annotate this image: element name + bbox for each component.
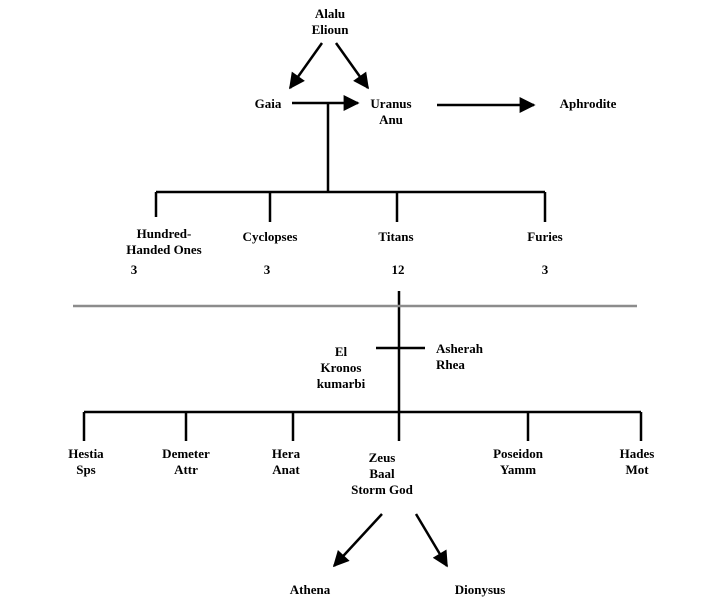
node-alalu: Alalu Elioun xyxy=(312,6,349,38)
node-uranus-name: Uranus xyxy=(370,96,412,111)
node-hestia-alias: Sps xyxy=(76,462,96,477)
node-athena-name: Athena xyxy=(289,582,331,597)
node-hades-alias: Mot xyxy=(625,462,649,477)
node-kronos-name3: kumarbi xyxy=(316,376,366,391)
arrow-alalu-gaia xyxy=(288,42,324,90)
node-hades-name: Hades xyxy=(619,446,655,461)
node-hundred-handed-line1: Hundred- xyxy=(136,226,192,241)
node-aphrodite: Aphrodite xyxy=(560,96,617,112)
arrow-zeus-athena xyxy=(332,513,383,568)
node-aphrodite-name: Aphrodite xyxy=(559,96,617,111)
node-uranus: Uranus Anu xyxy=(370,96,411,128)
count-hundred-handed: 3 xyxy=(130,262,138,277)
count-titans: 12 xyxy=(391,262,405,277)
node-hestia: Hestia Sps xyxy=(68,446,103,478)
arrow-zeus-dionysus xyxy=(414,513,449,568)
node-poseidon: Poseidon Yamm xyxy=(493,446,543,478)
node-rhea-name1: Asherah xyxy=(436,341,483,356)
node-hera: Hera Anat xyxy=(272,446,300,478)
node-titans-name: Titans xyxy=(378,229,414,244)
node-hera-name: Hera xyxy=(271,446,301,461)
node-hera-alias: Anat xyxy=(272,462,300,477)
node-hundred-handed: Hundred- Handed Ones xyxy=(126,226,202,258)
node-demeter-alias: Attr xyxy=(174,462,198,477)
node-furies-name: Furies xyxy=(527,229,563,244)
node-hades: Hades Mot xyxy=(620,446,655,478)
node-dionysus: Dionysus xyxy=(455,582,506,598)
node-zeus-alias2: Storm God xyxy=(351,482,413,497)
node-gaia: Gaia xyxy=(255,96,282,112)
node-alalu-alias: Elioun xyxy=(311,22,349,37)
node-zeus: Zeus Baal Storm God xyxy=(351,450,413,498)
node-poseidon-name: Poseidon xyxy=(493,446,543,461)
node-demeter: Demeter Attr xyxy=(162,446,210,478)
node-gaia-name: Gaia xyxy=(254,96,282,111)
node-alalu-name: Alalu xyxy=(314,6,346,21)
node-athena: Athena xyxy=(290,582,330,598)
count-furies: 3 xyxy=(541,262,549,277)
node-cyclopses-name: Cyclopses xyxy=(242,229,298,244)
node-dionysus-name: Dionysus xyxy=(454,582,506,597)
node-cyclopses: Cyclopses xyxy=(243,229,298,245)
count-cyclopses: 3 xyxy=(263,262,271,277)
node-furies: Furies xyxy=(527,229,562,245)
node-kronos-name2: Kronos xyxy=(320,360,362,375)
node-demeter-name: Demeter xyxy=(162,446,210,461)
node-kronos-name1: El xyxy=(334,344,348,359)
node-zeus-name: Zeus xyxy=(368,450,396,465)
node-rhea-name2: Rhea xyxy=(436,357,465,372)
node-titans: Titans xyxy=(378,229,413,245)
node-hestia-name: Hestia xyxy=(68,446,104,461)
node-zeus-alias1: Baal xyxy=(369,466,395,481)
node-kronos: El Kronos kumarbi xyxy=(317,344,365,392)
node-hundred-handed-line2: Handed Ones xyxy=(126,242,202,257)
node-uranus-alias: Anu xyxy=(379,112,403,127)
node-poseidon-alias: Yamm xyxy=(499,462,537,477)
arrow-alalu-uranus xyxy=(334,42,370,90)
node-rhea: Asherah Rhea xyxy=(436,341,483,373)
